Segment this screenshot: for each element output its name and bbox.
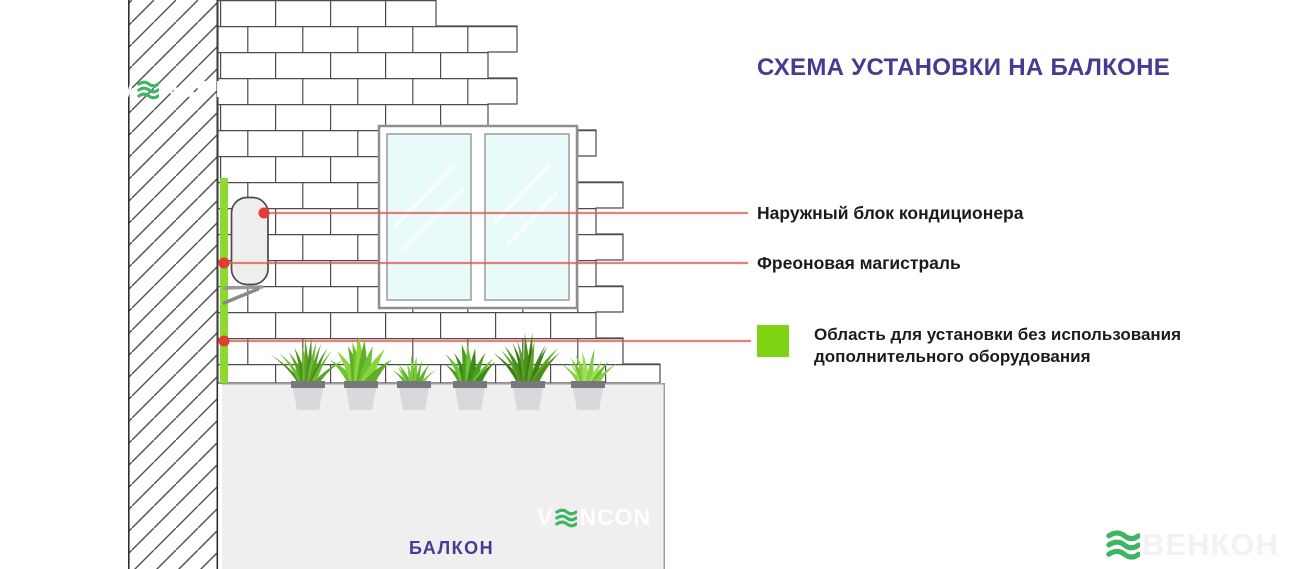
window-pane-right (484, 133, 570, 301)
balcony-label: БАЛКОН (409, 538, 495, 558)
plant-leaf (270, 354, 306, 388)
plant-leaf (468, 352, 486, 388)
plant-leaf (309, 359, 344, 388)
plant-leaf (309, 350, 333, 388)
flower-pot-rim (511, 381, 545, 388)
leader-dot-zone (218, 335, 230, 347)
plant-leaf (306, 341, 317, 388)
installation-zone-stripe (220, 178, 228, 383)
mounting-bracket (222, 285, 264, 305)
balcony (222, 382, 666, 569)
potted-plant (270, 338, 344, 410)
page-title: СХЕМА УСТАНОВКИ НА БАЛКОНЕ (757, 54, 1171, 81)
leader-dot-freon (218, 257, 230, 269)
watermark-suffix: NCON (161, 76, 234, 102)
watermark-suffix: NCON (579, 504, 652, 530)
leader-dots (218, 207, 270, 347)
plant-leaf (358, 359, 392, 388)
label-freon-line: Фреоновая магистраль (757, 253, 961, 273)
watermark-vencon-balcony: V NCON (537, 504, 651, 531)
potted-plant (392, 354, 437, 410)
potted-plant (493, 333, 561, 410)
window-pane-left (386, 133, 472, 301)
flower-pot-rim (571, 381, 605, 388)
plant-leaf (307, 343, 322, 388)
flower-pot (399, 388, 429, 410)
potted-plants (270, 333, 617, 410)
flower-pot-rim (291, 381, 325, 388)
plant-leaf (529, 352, 561, 388)
brand-logo-text: ВЕНКОН (1142, 527, 1279, 562)
flower-pot (513, 388, 543, 410)
plant-leaf (357, 348, 385, 388)
flower-pot (346, 388, 376, 410)
triple-wave-icon (137, 80, 160, 99)
flower-pot-rim (453, 381, 487, 388)
potted-plant (444, 343, 496, 410)
potted-plant (329, 336, 392, 410)
flower-pot (293, 388, 323, 410)
label-install-area: Область для установки без использования … (814, 325, 1182, 367)
flower-pot (455, 388, 485, 410)
flower-pot-rim (397, 381, 431, 388)
leader-lines (225, 211, 751, 343)
watermark-vencon-topleft: V NCON (119, 76, 233, 103)
watermark-prefix: V (537, 504, 554, 530)
label-outdoor-unit: Наружный блок кондиционера (757, 203, 1024, 223)
watermark-prefix: V (119, 76, 136, 102)
flower-pot (573, 388, 603, 410)
plant-leaf (528, 346, 548, 388)
triple-wave-icon (1106, 530, 1140, 560)
window (377, 124, 579, 310)
potted-plant (561, 348, 617, 410)
legend-zone-swatch (757, 325, 789, 357)
flower-pot-rim (344, 381, 378, 388)
triple-wave-icon (555, 508, 578, 527)
leader-dot-outdoor-unit (258, 207, 270, 219)
plant-leaf (308, 348, 328, 388)
brand-logo-venkon: ВЕНКОН (1106, 527, 1279, 563)
